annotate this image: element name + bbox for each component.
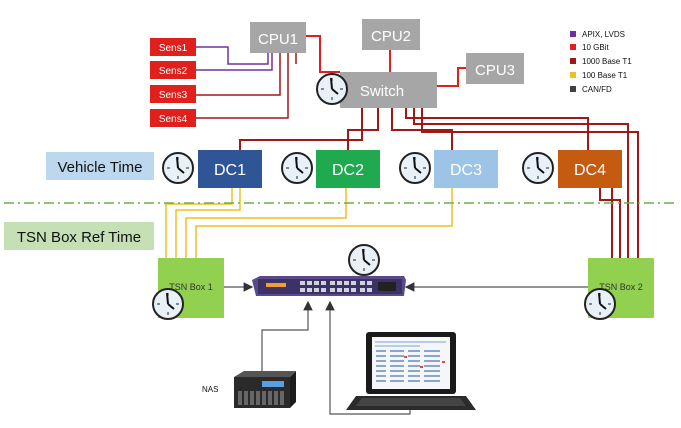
wire-yellow-dc1	[175, 188, 241, 258]
wire-cpu1-switch	[306, 35, 340, 73]
legend-swatch	[570, 86, 576, 92]
legend-label: APIX, LVDS	[582, 30, 625, 39]
tsn-box-1-label: TSN Box 1	[169, 282, 213, 292]
wire-apix-sens2	[196, 53, 273, 71]
sens3-label: Sens3	[159, 90, 188, 101]
switch-label: Switch	[360, 83, 404, 100]
wire-nas-netswitch	[261, 300, 313, 372]
legend-label: CAN/FD	[582, 85, 612, 94]
network-switch-icon	[252, 276, 406, 296]
dc1-clock-icon	[162, 152, 194, 184]
legend-label: 1000 Base T1	[582, 57, 632, 66]
sens4-label: Sens4	[159, 114, 188, 125]
sensor-sens2: Sens2	[150, 61, 196, 79]
legend-item-canfd: CAN/FD	[570, 85, 612, 94]
wire-yellow-dc3	[195, 188, 453, 258]
tsn-box-1-clock-icon	[152, 288, 184, 320]
legend-label: 100 Base T1	[582, 71, 628, 80]
dc2-box: DC2	[316, 150, 380, 188]
wire-yellow-dc1-b	[165, 188, 233, 258]
tsn-ref-time-zone-label: TSN Box Ref Time	[4, 222, 154, 250]
tsn-master-clock-icon	[348, 244, 380, 276]
wire-yellow-dc2	[185, 188, 347, 258]
sensor-sens4: Sens4	[150, 109, 196, 127]
vehicle-time-text: Vehicle Time	[57, 159, 142, 176]
dc3-box: DC3	[434, 150, 498, 188]
legend-swatch	[570, 44, 576, 50]
tsn-box-2-label: TSN Box 2	[599, 282, 643, 292]
dc4-clock-icon	[522, 152, 554, 184]
sensor-sens1: Sens1	[150, 38, 196, 56]
cpu1-label: CPU1	[258, 31, 298, 48]
wire-switch-tsn2-a	[413, 108, 629, 258]
legend-swatch	[570, 31, 576, 37]
wire-cpu3-switch	[437, 67, 470, 87]
nas-device-icon	[234, 371, 296, 408]
sensor-sens3: Sens3	[150, 85, 196, 103]
dc2-label: DC2	[332, 162, 364, 179]
switch-box: Switch	[340, 72, 437, 108]
dc1-box: DC1	[198, 150, 262, 188]
cpu1-box: CPU1	[250, 22, 306, 53]
dc1-label: DC1	[214, 162, 246, 179]
dc3-label: DC3	[450, 162, 482, 179]
cpu2-label: CPU2	[371, 28, 411, 45]
wire-switch-dc4	[405, 108, 589, 150]
wires	[165, 35, 639, 415]
dc4-box: DC4	[558, 150, 622, 188]
legend-swatch	[570, 72, 576, 78]
wire-switch-dc1	[239, 108, 363, 150]
legend-swatch	[570, 58, 576, 64]
sens2-label: Sens2	[159, 66, 188, 77]
legend-item-apix: APIX, LVDS	[570, 30, 625, 39]
tsn-box-2-clock-icon	[584, 288, 616, 320]
dc2-clock-icon	[281, 152, 313, 184]
legend-label: 10 GBit	[582, 43, 609, 52]
dc3-clock-icon	[399, 152, 431, 184]
vehicle-time-zone-label: Vehicle Time	[46, 152, 154, 180]
wire-dc4-tsn2-b	[599, 188, 621, 258]
laptop-icon	[346, 332, 476, 410]
wire-switch-tsn2-b	[421, 108, 639, 258]
dc4-label: DC4	[574, 162, 606, 179]
wire-red-sens3	[196, 53, 281, 96]
legend-item-1000base: 1000 Base T1	[570, 57, 632, 66]
wire-switch-dc2	[347, 108, 379, 150]
legend: APIX, LVDS 10 GBit 1000 Base T1 100 Base…	[570, 30, 632, 94]
tsn-ref-time-text: TSN Box Ref Time	[17, 229, 141, 246]
cpu3-label: CPU3	[475, 62, 515, 79]
switch-clock-icon	[316, 73, 348, 105]
legend-item-100base: 100 Base T1	[570, 71, 628, 80]
legend-item-10gbit: 10 GBit	[570, 43, 609, 52]
wire-apix-sens1	[196, 46, 269, 65]
sens1-label: Sens1	[159, 43, 188, 54]
wire-red-sens4	[196, 53, 289, 119]
cpu3-box: CPU3	[466, 53, 524, 84]
nas-label: NAS	[202, 385, 218, 394]
cpu2-box: CPU2	[362, 19, 420, 50]
